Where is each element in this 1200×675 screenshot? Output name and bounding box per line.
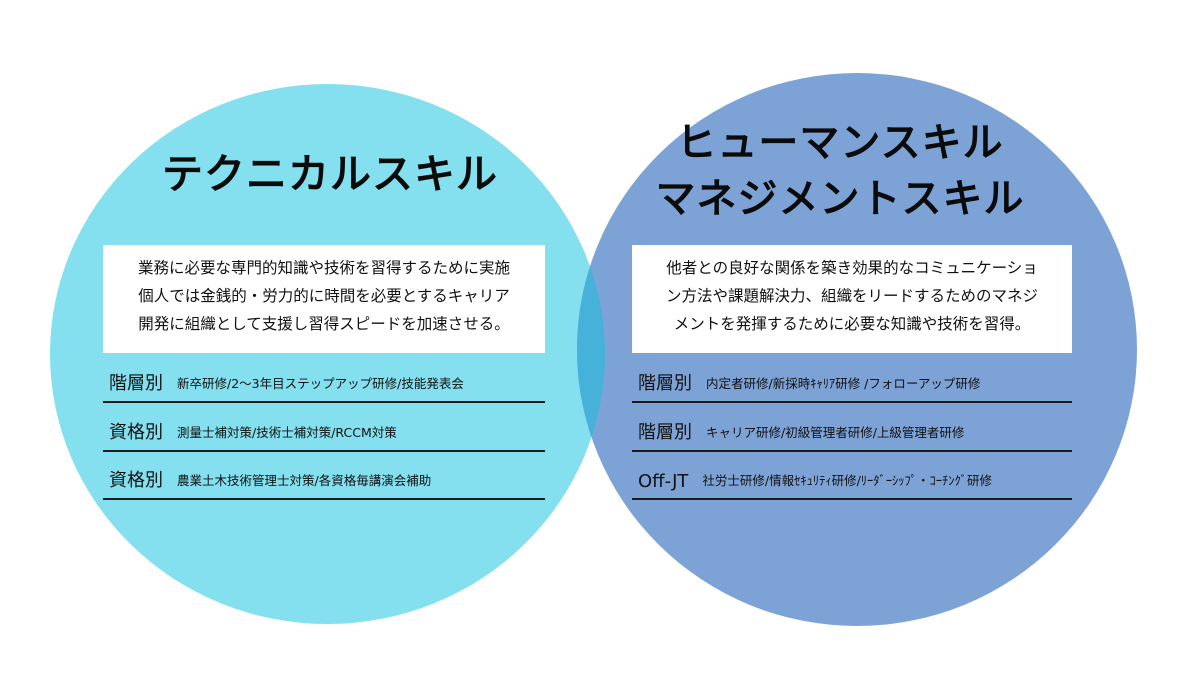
right-title-line-2: マネジメントスキル — [655, 176, 1025, 222]
human-training-row: 階層別 内定者研修/新採時ｷｬﾘｱ研修 /フォローアップ研修 — [632, 363, 1072, 403]
human-training-row: Off-JT 社労士研修/情報ｾｷｭﾘﾃｨ研修/ﾘｰﾀﾞｰｼｯﾌﾟ・ｺｰﾁﾝｸﾞ… — [632, 460, 1072, 500]
technical-training-row: 階層別 新卒研修/2〜3年目ステップアップ研修/技能発表会 — [103, 363, 545, 403]
technical-skill-circle — [50, 84, 605, 624]
description-line: 他者との良好な関係を築き効果的なコミュニケーショ — [666, 259, 1038, 277]
row-category-label: Off-JT — [638, 471, 689, 492]
human-training-row: 階層別 キャリア研修/初級管理者研修/上級管理者研修 — [632, 412, 1072, 452]
right-title-line-1: ヒューマンスキル — [676, 120, 1004, 166]
human-management-skill-title: ヒューマンスキル マネジメントスキル — [620, 115, 1060, 227]
technical-training-row: 資格別 測量士補対策/技術士補対策/RCCM対策 — [103, 412, 545, 452]
description-line: メントを発揮するために必要な知識や技術を習得。 — [673, 315, 1031, 333]
row-category-label: 資格別 — [109, 470, 163, 491]
row-category-label: 資格別 — [109, 422, 163, 443]
description-line: 業務に必要な専門的知識や技術を習得するために実施 — [137, 259, 510, 277]
technical-skill-description: 業務に必要な専門的知識や技術を習得するために実施 個人では金銭的・労力的に時間を… — [103, 245, 545, 353]
row-training-list: 測量士補対策/技術士補対策/RCCM対策 — [177, 425, 397, 440]
row-training-list: 新卒研修/2〜3年目ステップアップ研修/技能発表会 — [177, 376, 464, 391]
row-training-list: キャリア研修/初級管理者研修/上級管理者研修 — [706, 425, 965, 440]
description-line: ン方法や課題解決力、組織をリードするためのマネジ — [665, 287, 1038, 305]
row-category-label: 階層別 — [638, 373, 692, 394]
human-skill-description: 他者との良好な関係を築き効果的なコミュニケーショ ン方法や課題解決力、組織をリー… — [632, 245, 1072, 353]
technical-skill-title: テクニカルスキル — [162, 150, 498, 198]
row-training-list: 内定者研修/新採時ｷｬﾘｱ研修 /フォローアップ研修 — [706, 376, 981, 391]
row-category-label: 階層別 — [109, 373, 163, 394]
row-training-list: 社労士研修/情報ｾｷｭﾘﾃｨ研修/ﾘｰﾀﾞｰｼｯﾌﾟ・ｺｰﾁﾝｸﾞ研修 — [702, 473, 993, 488]
description-line: 個人では金銭的・労力的に時間を必要とするキャリア — [138, 287, 510, 305]
technical-training-row: 資格別 農業土木技術管理士対策/各資格毎講演会補助 — [103, 460, 545, 500]
description-line: 開発に組織として支援し習得スピードを加速させる。 — [138, 315, 510, 333]
row-training-list: 農業土木技術管理士対策/各資格毎講演会補助 — [177, 473, 432, 488]
row-category-label: 階層別 — [638, 422, 692, 443]
